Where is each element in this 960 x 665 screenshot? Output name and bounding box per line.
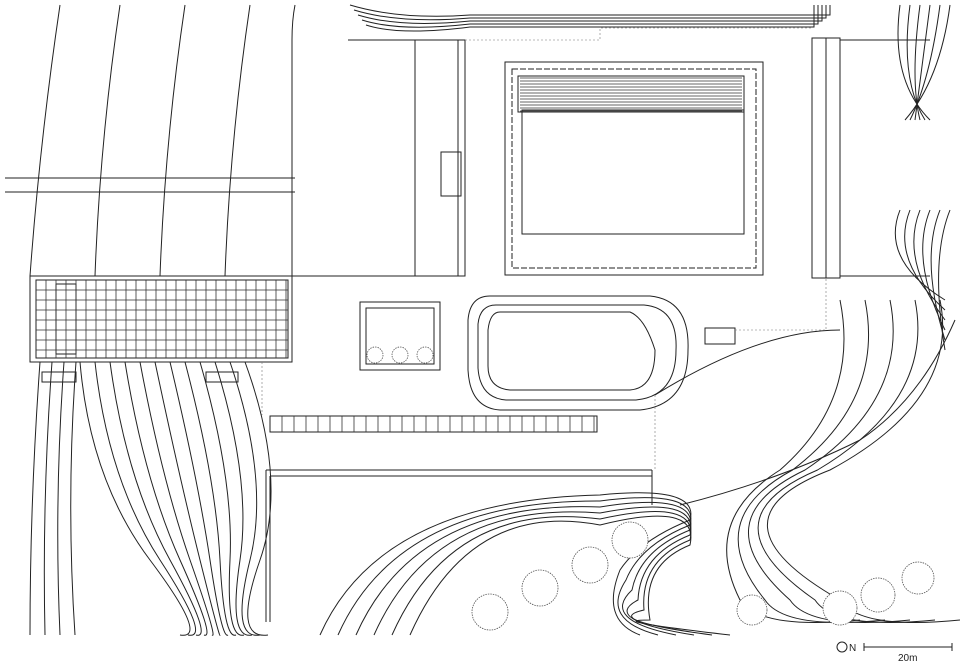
contour-line [655, 330, 840, 395]
contour-line [185, 362, 236, 635]
left-pavilion [30, 276, 292, 362]
tree-icon [472, 594, 508, 630]
contour-line [200, 362, 244, 635]
contour-line [320, 493, 691, 635]
contour-line [44, 362, 52, 635]
main-hall [505, 62, 763, 275]
contour-line [366, 5, 814, 31]
contour-line [71, 362, 76, 635]
contour-line [170, 362, 228, 635]
contour-line [230, 362, 260, 635]
contour-line [30, 5, 60, 276]
contour-line [410, 516, 730, 635]
tree-icon [902, 562, 934, 594]
contour-line [905, 5, 945, 310]
trees [472, 522, 934, 630]
tree-icon [823, 591, 857, 625]
contour-line [245, 362, 271, 635]
stairs-right [705, 328, 735, 344]
contour-line [680, 320, 955, 505]
scale-bar: 20m [864, 643, 952, 664]
contour-line [140, 362, 213, 635]
contour-line [895, 5, 945, 300]
contour-line [110, 362, 201, 635]
contour-line [350, 5, 830, 16]
scale-label: 20m [898, 653, 917, 664]
contour-line [125, 362, 207, 635]
contour-line [58, 362, 64, 635]
contour-line [356, 502, 691, 635]
contour-line [160, 5, 185, 276]
pool [468, 296, 688, 410]
contour-line [30, 362, 40, 635]
contour-line [738, 300, 885, 623]
contour-line [354, 5, 826, 20]
north-label: N [849, 643, 856, 654]
tree-icon [861, 578, 895, 612]
contour-line [338, 498, 691, 635]
contour-line [292, 5, 295, 276]
contour-line [727, 300, 860, 623]
long-bench [270, 416, 597, 432]
contour-line [362, 5, 818, 27]
contour-line [910, 5, 945, 340]
tree-icon [522, 570, 558, 606]
path-dashed [735, 278, 826, 330]
contour-line [374, 507, 694, 635]
contour-lines [30, 5, 960, 635]
ramp [262, 362, 655, 622]
plaza-walls [292, 28, 930, 278]
contour-line [748, 300, 910, 623]
tree-icon [572, 547, 608, 583]
contour-line [80, 362, 190, 635]
contour-line [358, 5, 822, 23]
contour-line [392, 512, 712, 635]
contour-line [225, 5, 250, 276]
contour-line [215, 362, 252, 635]
tree-court [360, 302, 440, 370]
stairs-left [42, 372, 238, 382]
contour-line [95, 362, 196, 635]
contour-line [155, 362, 220, 635]
tree-icon [612, 522, 648, 558]
contour-line [767, 300, 960, 623]
tree-icon [737, 595, 767, 625]
contour-line [905, 5, 950, 350]
north-arrow: N [837, 642, 856, 654]
contour-line [95, 5, 120, 276]
road [5, 178, 295, 192]
